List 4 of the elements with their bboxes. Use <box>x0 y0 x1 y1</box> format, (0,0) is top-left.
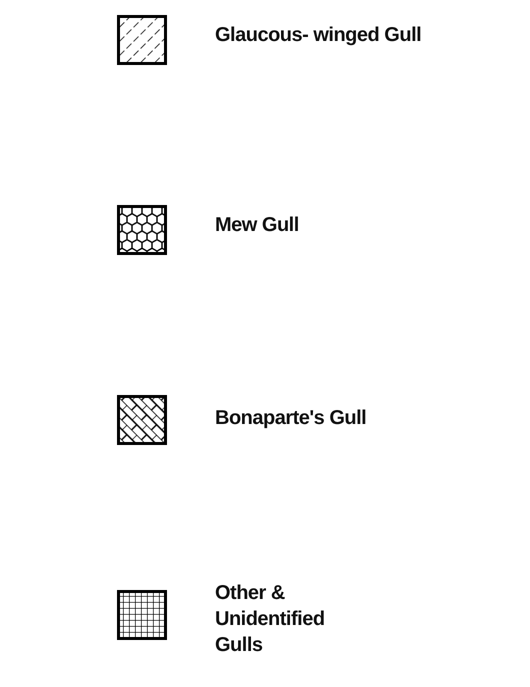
legend-label: Other & Unidentified Gulls <box>215 581 326 658</box>
legend-label: Bonaparte's Gull <box>215 406 368 431</box>
legend-label: Mew Gull <box>215 213 300 238</box>
legend-label: Glaucous- winged Gull <box>215 23 422 48</box>
